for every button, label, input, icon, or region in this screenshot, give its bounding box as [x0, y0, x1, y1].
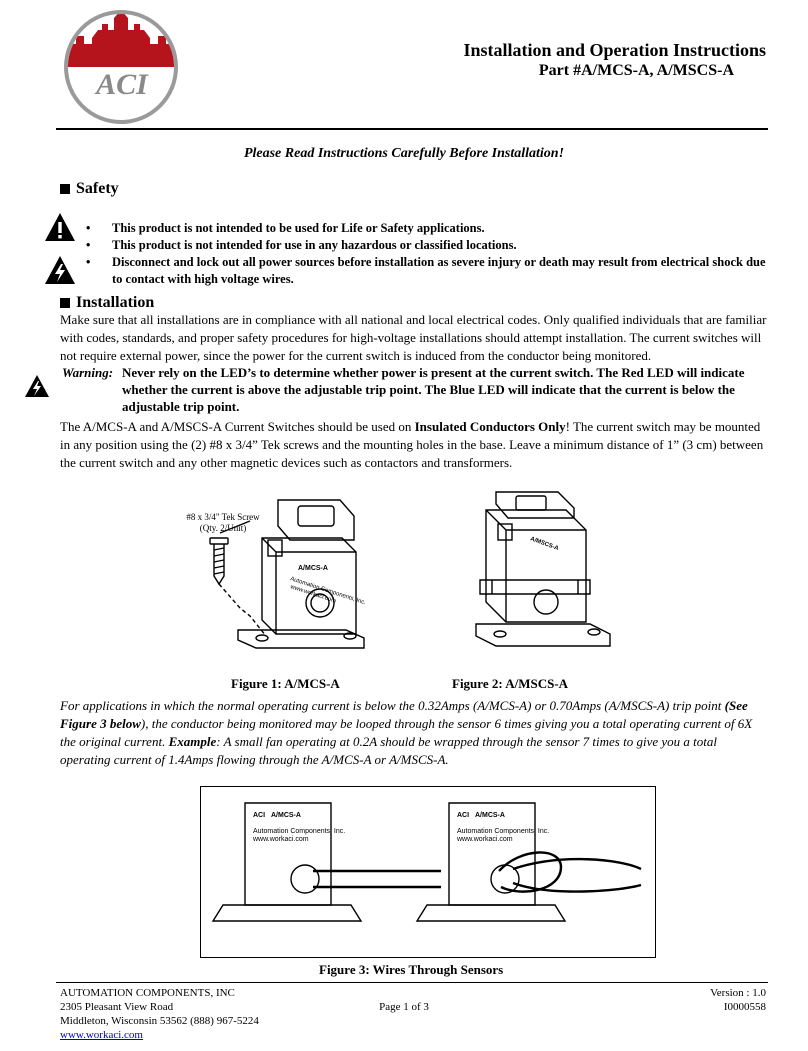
svg-text:Automation Components, Inc.: Automation Components, Inc.	[253, 828, 345, 835]
svg-text:www.workaci.com: www.workaci.com	[456, 836, 513, 843]
svg-text:ACI: ACI	[94, 68, 149, 101]
svg-text:A/MSCS-A: A/MSCS-A	[529, 536, 560, 552]
bullet-square-icon	[60, 184, 70, 194]
svg-text:A/MCS-A: A/MCS-A	[298, 565, 328, 572]
high-voltage-icon	[25, 375, 49, 397]
figure-1-device-drawing: A/MCS-A Automation Components, Inc. www.…	[209, 499, 367, 649]
figure-1-caption: Figure 1: A/MCS-A	[231, 676, 340, 691]
list-item: Disconnect and lock out all power source…	[86, 254, 766, 288]
svg-text:ACI: ACI	[253, 812, 265, 819]
read-instructions-note: Please Read Instructions Carefully Befor…	[243, 146, 565, 161]
page-number: Page 1 of 3	[379, 1001, 429, 1013]
figure-2-device-drawing: A/MSCS-A	[475, 491, 611, 647]
warning-exclamation-icon	[45, 213, 75, 241]
high-voltage-icon	[45, 256, 75, 284]
svg-text:A/MCS-A: A/MCS-A	[271, 812, 301, 819]
warning-label: Warning:	[62, 365, 114, 380]
list-item: This product is not intended to be used …	[86, 220, 766, 237]
footer-address: AUTOMATION COMPONENTS, INC 2305 Pleasant…	[60, 987, 259, 1041]
part-number: Part #A/MCS-A, A/MSCS-A	[538, 62, 734, 79]
svg-text:www.workaci.com: www.workaci.com	[252, 836, 309, 843]
figure-3-frame: ACI A/MCS-A Automation Components, Inc. …	[200, 786, 656, 958]
doc-title: Installation and Operation Instructions	[463, 40, 766, 60]
header-rule	[56, 128, 768, 130]
list-item: This product is not intended for use in …	[86, 237, 766, 254]
mounting-paragraph: The A/MCS-A and A/MSCS-A Current Switche…	[60, 419, 764, 470]
installation-heading: Installation	[60, 294, 154, 312]
applications-paragraph: For applications in which the normal ope…	[60, 698, 753, 767]
svg-text:A/MCS-A: A/MCS-A	[475, 812, 505, 819]
bullet-square-icon	[60, 298, 70, 308]
safety-heading: Safety	[60, 180, 119, 198]
figure-3-caption: Figure 3: Wires Through Sensors	[319, 962, 504, 977]
safety-list: This product is not intended to be used …	[86, 220, 766, 288]
figure-3-wiring-drawing: ACI A/MCS-A Automation Components, Inc. …	[211, 802, 642, 922]
screw-callout: #8 x 3/4" Tek Screw (Qty. 2/Unit)	[186, 512, 260, 533]
footer-rule	[56, 982, 768, 983]
website-link[interactable]: www.workaci.com	[60, 1029, 143, 1041]
installation-paragraph: Make sure that all installations are in …	[60, 312, 767, 363]
aci-logo: ACI	[64, 10, 178, 124]
footer-version: Version : 1.0 I0000558	[710, 987, 766, 1013]
warning-text: Never rely on the LED’s to determine whe…	[122, 365, 745, 414]
figure-2-caption: Figure 2: A/MSCS-A	[452, 676, 569, 691]
svg-text:ACI: ACI	[457, 812, 469, 819]
warning-block: Warning: Never rely on the LED’s to dete…	[62, 364, 752, 414]
svg-text:Automation Components, Inc.: Automation Components, Inc.	[457, 828, 549, 835]
